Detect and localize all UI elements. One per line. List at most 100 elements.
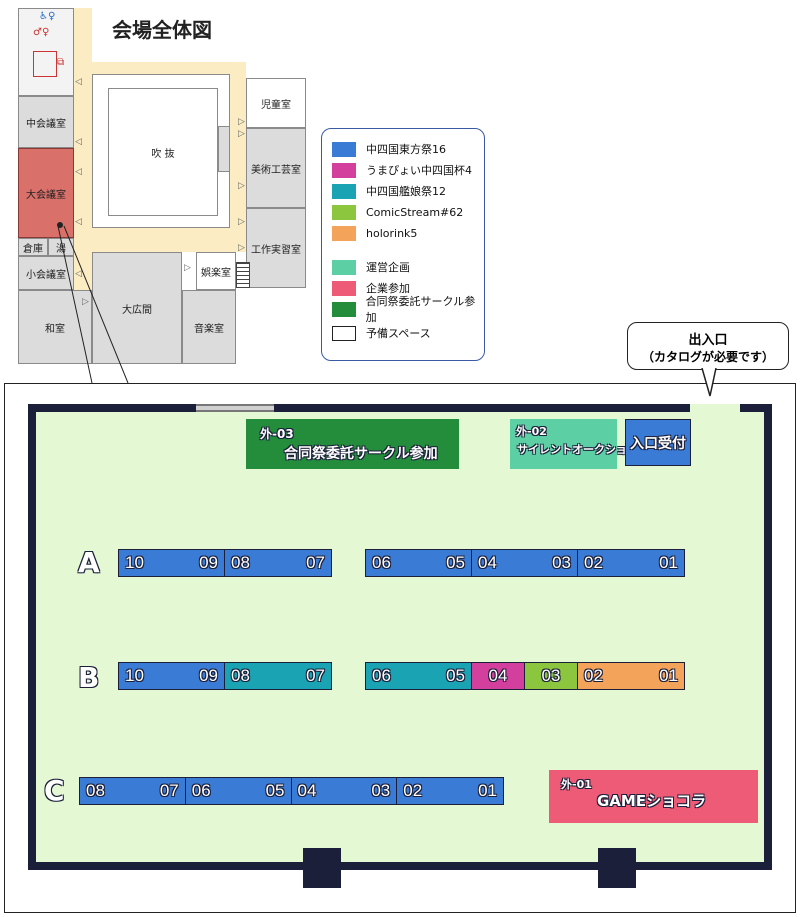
door-gap (196, 404, 274, 412)
legend-label: 合同祭委託サークル参加 (365, 295, 476, 324)
stall-name: 合同祭委託サークル参加 (284, 446, 438, 462)
room-bijutsu: 美術工芸室 (246, 128, 306, 208)
legend-item: ComicStream#62 (332, 204, 463, 220)
room-jidou: 児童室 (246, 78, 306, 128)
booth-number: 06 (372, 666, 391, 685)
booth-pair[interactable]: 02 01 (578, 663, 684, 689)
corridor (230, 62, 246, 252)
door-marker: ▷ (238, 181, 245, 191)
booth-number: 07 (159, 781, 179, 800)
legend-item: 中四国東方祭16 (332, 141, 446, 157)
row-label-b: B (78, 661, 100, 694)
legend-item: 中四国艦娘祭12 (332, 183, 446, 199)
row-label-c: C (44, 774, 65, 807)
booth-pair[interactable]: 04 (472, 663, 525, 689)
legend-label: 企業参加 (366, 282, 410, 295)
room-kousaku: 工作実習室 (246, 208, 306, 288)
room-shokaigi: 小会議室 (18, 256, 74, 290)
booth-number: 05 (265, 781, 285, 800)
booth-number: 03 (371, 781, 391, 800)
legend-swatch (332, 301, 356, 317)
entrance-label: 出入口 (688, 333, 728, 348)
door-marker: ◁ (75, 269, 82, 279)
room-hiroma: 大広間 (92, 252, 182, 364)
room-fukinuke: 吹 抜 (108, 88, 218, 216)
legend-label: 運営企画 (366, 261, 410, 274)
booth-number: 04 (297, 781, 317, 800)
legend-item: holorink5 (332, 225, 417, 241)
booth-pair[interactable]: 06 05 (366, 663, 472, 689)
door-marker: ▷ (82, 297, 89, 307)
legend-label: うまぴょい中四国杯4 (366, 164, 472, 177)
booth-number: 08 (231, 553, 250, 572)
legend-item: 企業参加 (332, 280, 410, 296)
booth-number: 02 (584, 553, 603, 572)
booth-pair[interactable]: 08 07 (80, 778, 186, 804)
elevator-icon: ⧉ (57, 57, 65, 68)
booth-number: 05 (446, 666, 465, 685)
booth-pair[interactable]: 08 07 (225, 550, 331, 576)
stall-reception[interactable]: 入口受付 (625, 419, 691, 466)
legend-item: 予備スペース (332, 325, 431, 341)
stairs-icon (236, 262, 250, 288)
legend-item: うまぴょい中四国杯4 (332, 162, 472, 178)
booth-pair[interactable]: 04 03 (291, 778, 398, 804)
stall-soto02[interactable]: 外-02 サイレントオークション (510, 419, 638, 469)
booth-number: 09 (199, 553, 218, 572)
stall-soto03[interactable]: 外-03 合同祭委託サークル参加 (246, 419, 459, 469)
booth-number: 04 (478, 553, 497, 572)
page-title: 会場全体図 (112, 18, 212, 42)
booth-number: 08 (86, 781, 105, 800)
callout-tail (701, 368, 717, 397)
corridor (74, 228, 246, 252)
legend-swatch (332, 325, 356, 341)
legend-swatch (332, 280, 356, 296)
legend-swatch (332, 183, 356, 199)
booth-number: 04 (488, 666, 508, 685)
pillar (303, 848, 341, 888)
overview-map: ♿♀ ♂♀ ⧉ 中会議室 大会議室 倉庫 湯 小会議室 和室 吹 抜 児童室 美… (16, 8, 316, 364)
restroom-icon: ♿♀ (39, 11, 56, 22)
booth-number: 03 (541, 666, 561, 685)
booth-number: 08 (231, 666, 250, 685)
door-marker: ◁ (75, 77, 82, 87)
booth-pair[interactable]: 03 (525, 663, 578, 689)
door-marker: ◁ (75, 217, 82, 227)
stall-soto01[interactable]: 外-01 GAMEショコラ (549, 770, 758, 823)
booth-number: 01 (478, 781, 497, 800)
legend-label: 中四国東方祭16 (366, 143, 446, 156)
reception-label: 入口受付 (630, 435, 686, 452)
stall-code: 外-03 (260, 427, 294, 441)
corridor (74, 8, 92, 298)
room-ongaku: 音楽室 (182, 290, 236, 364)
pillar (218, 126, 230, 172)
door-marker: ▷ (238, 243, 245, 253)
door-marker: ▷ (238, 217, 245, 227)
door-marker: ◁ (75, 137, 82, 147)
legend-label: ComicStream#62 (366, 205, 464, 219)
legend-swatch (332, 162, 356, 178)
booth-number: 05 (446, 553, 465, 572)
stall-code: 外-02 (516, 425, 547, 438)
booth-number: 07 (306, 553, 325, 572)
legend-swatch (332, 259, 356, 275)
booth-block-b-right: 06 05 04 03 02 01 (365, 662, 685, 690)
booth-number: 01 (659, 666, 678, 685)
stall-code: 外-01 (561, 778, 592, 791)
stairs-icon (33, 51, 57, 77)
entrance-callout: 出入口 （カタログが必要です） (627, 322, 789, 370)
booth-number: 02 (584, 666, 603, 685)
door-marker: ▷ (238, 117, 245, 127)
legend-swatch (332, 225, 356, 241)
